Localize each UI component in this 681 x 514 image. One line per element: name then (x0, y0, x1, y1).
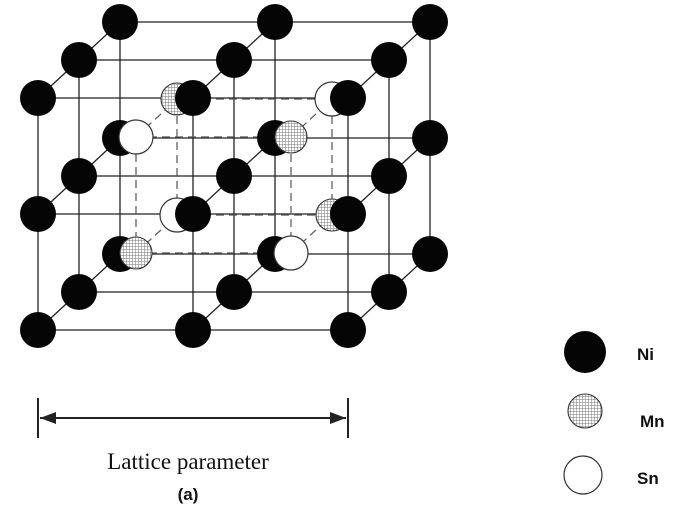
legend-sn-symbol (563, 455, 603, 495)
legend-sn-label: Sn (637, 469, 659, 488)
legend-ni-symbol (564, 331, 606, 373)
ni-atom (20, 312, 56, 348)
figure-caption: (a) (178, 485, 199, 504)
ni-atom (175, 196, 211, 232)
ni-atom (371, 274, 407, 310)
sn-atom (118, 119, 154, 155)
ni-atom (175, 312, 211, 348)
ni-atom (61, 42, 97, 78)
ni-atom (216, 158, 252, 194)
ni-atom (61, 158, 97, 194)
ni-atom (412, 120, 448, 156)
ni-atom (330, 80, 366, 116)
legend-mn-label: Mn (640, 412, 665, 431)
ni-atom (20, 80, 56, 116)
ni-atom (330, 312, 366, 348)
sn-atom (273, 235, 309, 271)
ni-atom (216, 42, 252, 78)
lattice-parameter-scale: Lattice parameter (37, 398, 349, 474)
ni-atom (412, 4, 448, 40)
scale-bar-left-arrow (40, 412, 56, 424)
ni-atom (412, 236, 448, 272)
lattice-atoms (20, 4, 448, 348)
ni-atom (61, 274, 97, 310)
legend: Ni Mn Sn (563, 331, 665, 495)
scale-bar-label: Lattice parameter (107, 449, 269, 474)
ni-atom (175, 80, 211, 116)
ni-atom (216, 274, 252, 310)
ni-atom (102, 4, 138, 40)
ni-atom (371, 42, 407, 78)
mn-atom (119, 236, 153, 270)
ni-atom (257, 4, 293, 40)
scale-bar-right-arrow (330, 412, 346, 424)
legend-ni-label: Ni (637, 345, 654, 364)
ni-atom (330, 196, 366, 232)
mn-atom (274, 120, 308, 154)
legend-mn-symbol (567, 393, 603, 429)
ni-atom (20, 196, 56, 232)
ni-atom (371, 158, 407, 194)
